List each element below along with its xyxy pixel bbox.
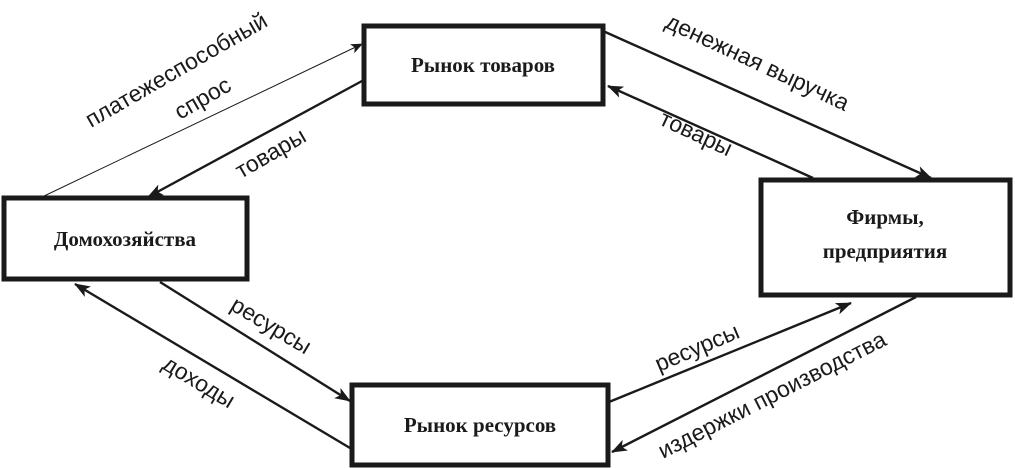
incomes-label: доходы bbox=[158, 350, 239, 413]
goods-market-label: Рынок товаров bbox=[411, 53, 555, 77]
goods-market-node: Рынок товаров bbox=[361, 23, 606, 107]
resources-from-households-label: ресурсы bbox=[226, 291, 316, 359]
incomes-arrow bbox=[74, 282, 351, 450]
resource-market-label: Рынок ресурсов bbox=[404, 413, 556, 437]
firms-label-line1: Фирмы, bbox=[846, 205, 923, 229]
households-label: Домохозяйства bbox=[54, 227, 197, 251]
firms-label-line2: предприятия bbox=[823, 239, 947, 263]
resources-to-firms-arrow bbox=[608, 301, 852, 404]
effective-demand-arrow bbox=[41, 43, 363, 198]
goods-to-households-arrow bbox=[147, 79, 363, 199]
resources-to-firms-label: ресурсы bbox=[651, 318, 743, 377]
resources-from-households-arrow bbox=[159, 280, 351, 403]
goods-from-firms-label: товары bbox=[656, 105, 737, 161]
resource-market-node: Рынок ресурсов bbox=[349, 382, 611, 468]
production-costs-arrow bbox=[611, 295, 917, 454]
households-node: Домохозяйства bbox=[1, 195, 250, 282]
goods-from-firms-arrow bbox=[607, 84, 814, 180]
firms-node: Фирмы, предприятия bbox=[758, 177, 1013, 298]
revenue-arrow bbox=[602, 29, 932, 180]
